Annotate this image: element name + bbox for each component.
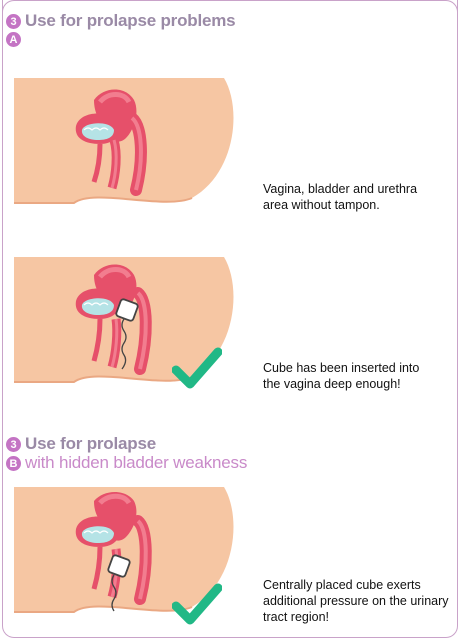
badge-number-3b: 3 bbox=[6, 437, 21, 452]
section-3b-subtitle: with hidden bladder weakness bbox=[25, 453, 247, 473]
check-icon bbox=[172, 582, 222, 626]
caption-without-tampon-line2: area without tampon. bbox=[263, 198, 380, 213]
badge-number-3a: 3 bbox=[6, 14, 21, 29]
badge-letter-a: A bbox=[6, 32, 21, 47]
caption-central-cube-line1: Centrally placed cube exerts bbox=[263, 578, 421, 593]
caption-cube-inserted-line1: Cube has been inserted into bbox=[263, 361, 419, 376]
section-3b-title: Use for prolapse bbox=[25, 434, 156, 454]
anatomy-illustration-without-tampon bbox=[14, 78, 244, 208]
check-icon bbox=[172, 346, 222, 390]
badge-letter-b: B bbox=[6, 456, 21, 471]
section-3a-title: Use for prolapse problems bbox=[25, 11, 235, 31]
caption-without-tampon-line1: Vagina, bladder and urethra bbox=[263, 182, 417, 197]
caption-cube-inserted-line2: the vagina deep enough! bbox=[263, 377, 401, 392]
caption-central-cube-line3: tract region! bbox=[263, 610, 329, 625]
caption-central-cube-line2: additional pressure on the urinary bbox=[263, 594, 449, 609]
